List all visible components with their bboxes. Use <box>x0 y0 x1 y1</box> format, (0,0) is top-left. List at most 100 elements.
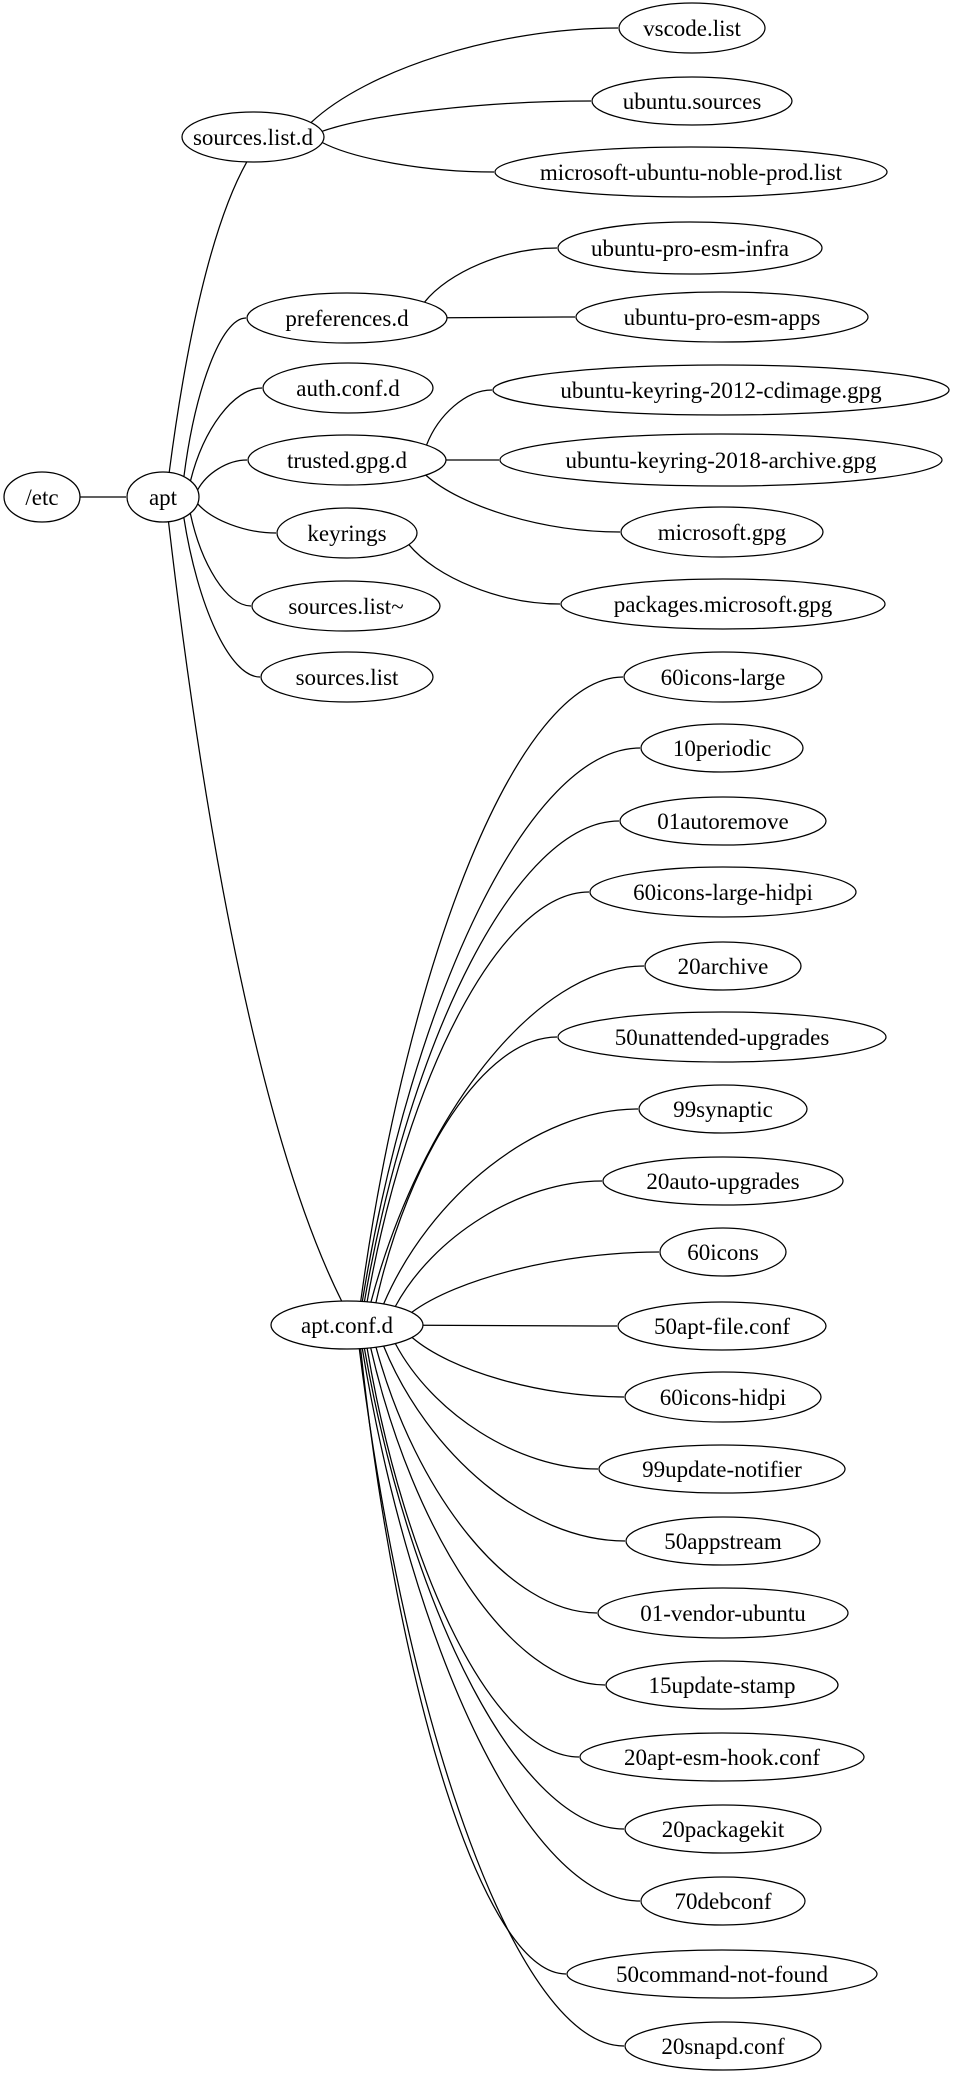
node-ubuntu-keyring-2018-archive-gpg: ubuntu-keyring-2018-archive.gpg <box>499 433 943 487</box>
edge-apt-conf-d--50unattended-upgrades <box>375 1036 558 1303</box>
node-20apt-esm-hook-conf: 20apt-esm-hook.conf <box>579 1732 865 1782</box>
edge-trusted-gpg-d--ubuntu-keyring-2012-cdimage-gpg <box>425 389 493 446</box>
node-label: 20apt-esm-hook.conf <box>624 1745 820 1770</box>
edge-apt--sources-list-d <box>168 161 248 473</box>
node-label: 99update-notifier <box>642 1457 802 1482</box>
edge-apt-conf-d--15update-stamp <box>370 1347 606 1686</box>
node-ellipse <box>638 1084 808 1134</box>
node-ellipse <box>247 434 447 486</box>
node-sources-list: sources.list~ <box>251 580 441 632</box>
node-60icons-large-hidpi: 60icons-large-hidpi <box>589 866 857 918</box>
node-label: 20snapd.conf <box>661 2034 785 2059</box>
node-label: 20auto-upgrades <box>646 1169 799 1194</box>
node-label: ubuntu-keyring-2018-archive.gpg <box>565 448 877 473</box>
node-label: ubuntu-pro-esm-infra <box>591 236 789 261</box>
node-60icons-hidpi: 60icons-hidpi <box>624 1371 822 1423</box>
node-label: apt.conf.d <box>301 1313 393 1338</box>
edge-apt-conf-d--01-vendor-ubuntu <box>375 1347 598 1614</box>
node-label: apt <box>149 485 178 510</box>
node-label: vscode.list <box>643 16 741 41</box>
node-ellipse <box>262 362 434 414</box>
edge-apt--apt-conf-d <box>167 521 343 1302</box>
node-apt: apt <box>126 471 200 523</box>
node-ellipse <box>246 292 448 344</box>
node-ellipse <box>3 471 81 523</box>
node-ellipse <box>620 506 824 558</box>
node-label: 99synaptic <box>673 1097 773 1122</box>
node-ellipse <box>591 76 793 126</box>
node-60icons-large: 60icons-large <box>623 651 823 703</box>
node-ellipse <box>624 1371 822 1423</box>
node-20snapd-conf: 20snapd.conf <box>624 2021 822 2071</box>
edge-apt-conf-d--20auto-upgrades <box>394 1180 603 1307</box>
node-ellipse <box>579 1732 865 1782</box>
node-vscode-list: vscode.list <box>618 2 766 54</box>
edge-apt-conf-d--20packagekit <box>363 1348 625 1830</box>
node-ellipse <box>557 221 823 275</box>
node-microsoft-gpg: microsoft.gpg <box>620 506 824 558</box>
edges-layer <box>80 27 660 2047</box>
node-ellipse <box>598 1444 846 1494</box>
node-ellipse <box>560 578 886 630</box>
node-99synaptic: 99synaptic <box>638 1084 808 1134</box>
edge-apt-conf-d--50appstream <box>383 1345 626 1542</box>
node-ellipse <box>659 1227 787 1277</box>
edge-apt-conf-d--60icons-hidpi <box>411 1336 625 1398</box>
node-ellipse <box>602 1156 844 1206</box>
node-packages-microsoft-gpg: packages.microsoft.gpg <box>560 578 886 630</box>
edge-sources-list-d--ubuntu-sources <box>321 100 592 132</box>
node-label: sources.list.d <box>193 125 314 150</box>
node-ellipse <box>605 1660 839 1710</box>
node-50command-not-found: 50command-not-found <box>566 1949 878 1999</box>
node-ellipse <box>251 580 441 632</box>
node-sources-list: sources.list <box>260 651 434 703</box>
node-ellipse <box>492 364 950 416</box>
node-microsoft-ubuntu-noble-prod-list: microsoft-ubuntu-noble-prod.list <box>494 146 888 198</box>
node-ellipse <box>181 111 325 163</box>
edge-keyrings--packages-microsoft-gpg <box>408 544 561 605</box>
node-01autoremove: 01autoremove <box>619 796 827 846</box>
node-99update-notifier: 99update-notifier <box>598 1444 846 1494</box>
node-label: 60icons-large <box>661 665 786 690</box>
node-label: 50appstream <box>664 1529 782 1554</box>
node-label: trusted.gpg.d <box>287 448 408 473</box>
node-15update-stamp: 15update-stamp <box>605 1660 839 1710</box>
edge-apt--auth-conf-d <box>189 387 263 481</box>
node-label: preferences.d <box>285 306 409 331</box>
edge-apt-conf-d--20apt-esm-hook-conf <box>366 1347 580 1758</box>
node-ellipse <box>617 1301 827 1351</box>
node-ellipse <box>589 866 857 918</box>
node-label: 50apt-file.conf <box>654 1314 790 1339</box>
node-label: keyrings <box>307 521 386 546</box>
edge-preferences-d--ubuntu-pro-esm-infra <box>424 247 558 303</box>
node-ubuntu-keyring-2012-cdimage-gpg: ubuntu-keyring-2012-cdimage.gpg <box>492 364 950 416</box>
node-label: 20packagekit <box>662 1817 785 1842</box>
node-label: /etc <box>25 485 58 510</box>
node-ellipse <box>597 1587 849 1639</box>
node-ellipse <box>623 651 823 703</box>
node-ubuntu-sources: ubuntu.sources <box>591 76 793 126</box>
node-50appstream: 50appstream <box>625 1516 821 1566</box>
edge-apt-conf-d--99update-notifier <box>394 1343 599 1470</box>
node-label: 01-vendor-ubuntu <box>640 1601 806 1626</box>
node-label: 60icons-large-hidpi <box>633 880 813 905</box>
node-ellipse <box>126 471 200 523</box>
node-01-vendor-ubuntu: 01-vendor-ubuntu <box>597 1587 849 1639</box>
node-60icons: 60icons <box>659 1227 787 1277</box>
node-20archive: 20archive <box>644 941 802 991</box>
edge-apt-conf-d--60icons-large <box>360 676 624 1302</box>
node-label: 20archive <box>678 954 769 979</box>
node-label: 50unattended-upgrades <box>615 1025 830 1050</box>
edge-sources-list-d--microsoft-ubuntu-noble-prod-list <box>321 141 495 173</box>
edge-apt-conf-d--20archive <box>370 965 645 1303</box>
node-ellipse <box>557 1011 887 1063</box>
node-sources-list-d: sources.list.d <box>181 111 325 163</box>
node-label: ubuntu.sources <box>623 89 762 114</box>
edge-apt--keyrings <box>197 503 277 534</box>
edge-apt-conf-d--99synaptic <box>383 1108 639 1305</box>
edge-apt-conf-d--20snapd-conf <box>358 1348 625 2047</box>
node-ellipse <box>624 1804 822 1854</box>
edge-apt-conf-d--70debconf <box>361 1348 641 1902</box>
node-label: microsoft.gpg <box>658 520 787 545</box>
